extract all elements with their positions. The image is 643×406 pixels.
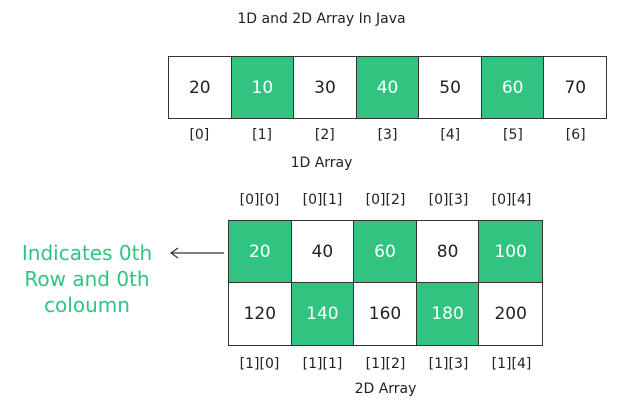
array-1d-index: [4] — [440, 127, 461, 143]
array-1d-cell: 50 — [419, 57, 482, 118]
array-2d-row1-indices: [1][0] [1][1] [1][2] [1][3] [1][4] — [228, 356, 543, 372]
array-2d-cell: 120 — [229, 283, 292, 345]
array-1d-index: [0] — [189, 127, 210, 143]
array-2d-cell: 80 — [416, 221, 480, 283]
array-1d-cell: 20 — [169, 57, 232, 118]
annotation-line: Row and 0th — [24, 267, 150, 291]
array-2d-index: [1][2] — [365, 356, 406, 372]
left-arrow-icon — [169, 247, 224, 259]
array-2d-cell: 20 — [229, 221, 292, 283]
array-2d-index: [0][0] — [239, 192, 280, 208]
array-1d-index: [2] — [314, 127, 335, 143]
array-1d-cell: 10 — [231, 57, 295, 118]
array-1d-cell: 60 — [481, 57, 545, 118]
array-1d-index: [6] — [565, 127, 586, 143]
array-2d-index: [1][3] — [428, 356, 469, 372]
array-1d-index: [5] — [503, 127, 523, 143]
array-1d-cell: 30 — [294, 57, 357, 118]
array-2d: 20 40 60 80 100 120 140 160 180 200 — [228, 220, 543, 346]
array-1d-index: [3] — [377, 127, 398, 143]
array-2d-label: 2D Array — [354, 381, 417, 397]
array-1d-label: 1D Array — [290, 155, 353, 171]
array-2d-cell: 140 — [291, 283, 355, 345]
annotation-line: coloumn — [44, 293, 130, 317]
array-2d-cell: 180 — [416, 283, 480, 345]
array-2d-cell: 200 — [494, 304, 527, 324]
array-1d-cell: 70 — [564, 77, 587, 98]
annotation-text: Indicates 0th Row and 0th coloumn — [8, 240, 166, 318]
array-2d-index: [0][3] — [428, 192, 469, 208]
array-1d-indices: [0] [1] [2] [3] [4] [5] [6] — [168, 127, 607, 143]
array-2d-index: [1][4] — [491, 356, 532, 372]
array-2d-index: [1][1] — [302, 356, 343, 372]
array-2d-index: [0][2] — [365, 192, 406, 208]
array-1d-cell: 40 — [356, 57, 420, 118]
array-1d: 20 10 30 40 50 60 70 — [168, 56, 607, 119]
array-2d-index: [0][1] — [302, 192, 343, 208]
array-2d-cell: 60 — [354, 221, 417, 283]
array-2d-cell: 100 — [479, 221, 542, 283]
array-2d-cell: 160 — [354, 283, 417, 345]
array-2d-index: [0][4] — [491, 192, 532, 208]
array-1d-index: [1] — [252, 127, 272, 143]
diagram-title: 1D and 2D Array In Java — [237, 11, 406, 27]
array-2d-index: [1][0] — [239, 356, 280, 372]
array-2d-cell: 40 — [291, 221, 355, 283]
array-2d-row0-indices: [0][0] [0][1] [0][2] [0][3] [0][4] — [228, 192, 543, 208]
annotation-line: Indicates 0th — [21, 241, 153, 265]
